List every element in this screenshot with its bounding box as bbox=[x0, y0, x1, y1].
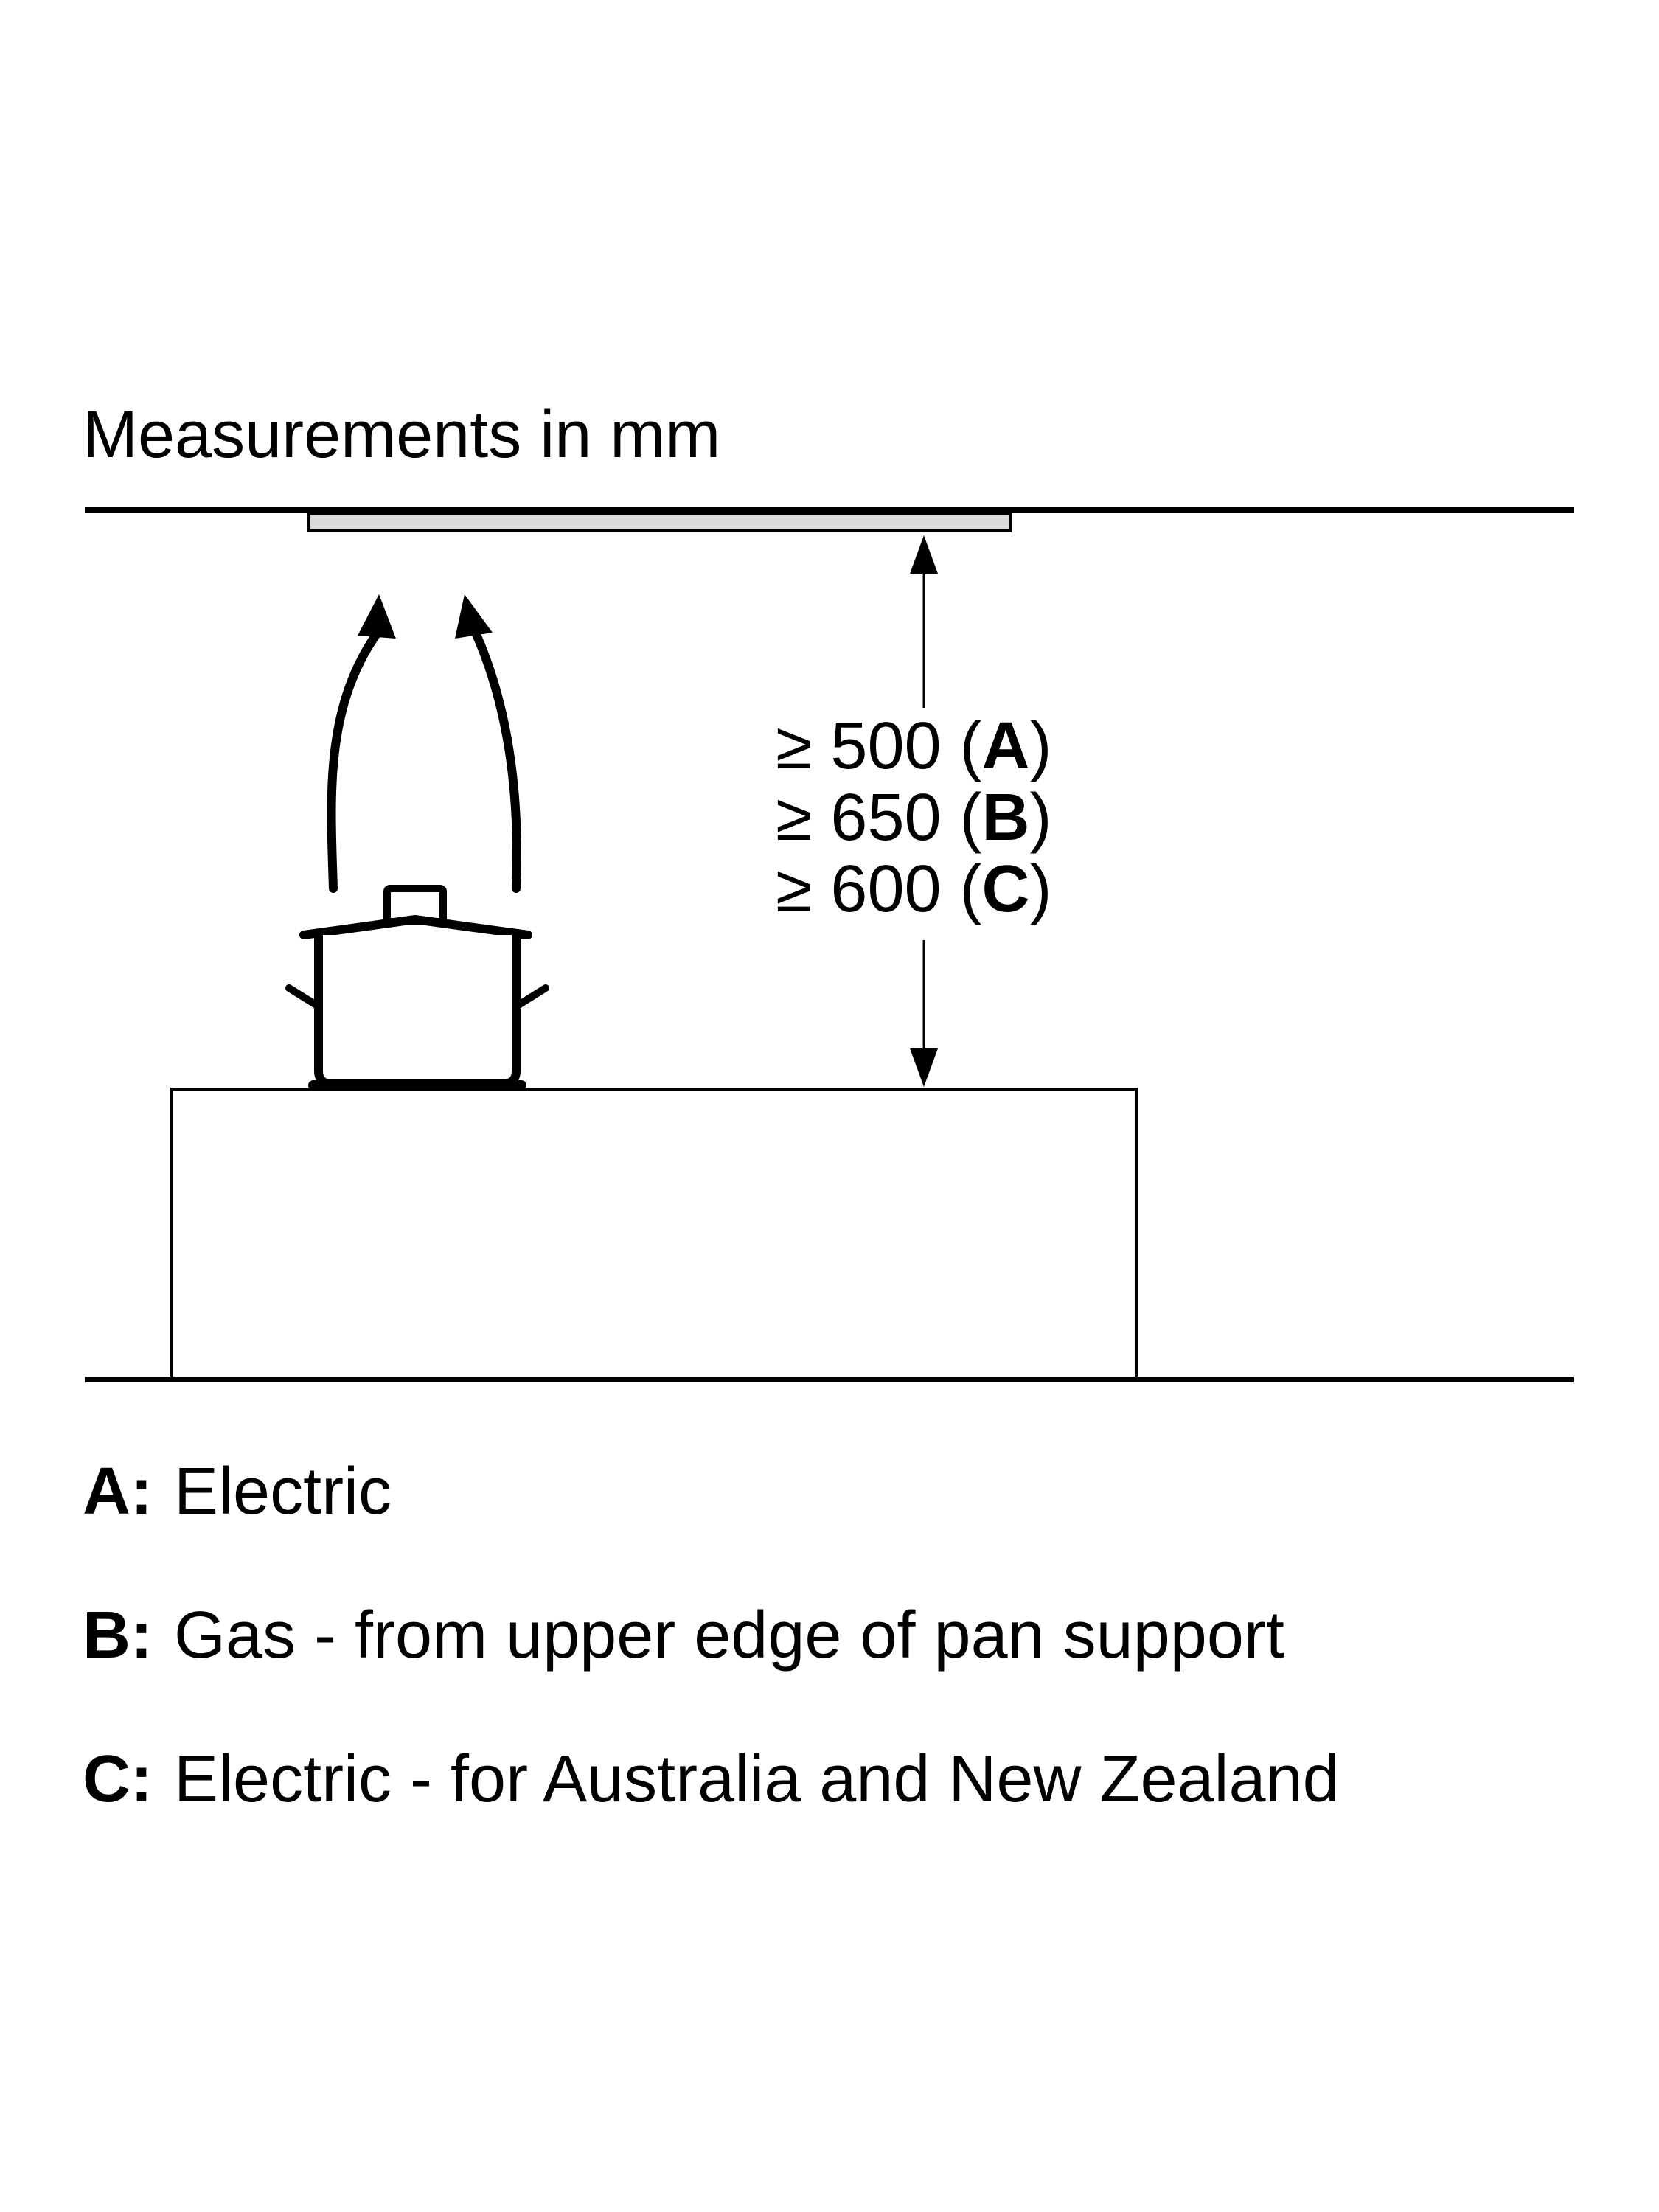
measurement-b-letter: B bbox=[981, 781, 1030, 855]
legend-text-c: Electric - for Australia and New Zealand bbox=[174, 1742, 1340, 1816]
legend-key-c: C: bbox=[83, 1742, 153, 1816]
cooking-pot-icon bbox=[285, 885, 549, 1091]
steam-arrow-left bbox=[327, 594, 396, 893]
measurement-b: ≥ 650 (B) bbox=[776, 781, 1052, 855]
measurement-a-letter: A bbox=[981, 709, 1030, 783]
measurement-a: ≥ 500 (A) bbox=[776, 709, 1052, 783]
hob-counter bbox=[170, 1088, 1138, 1380]
legend-text-a: Electric bbox=[174, 1455, 392, 1528]
legend-item-c: C: Electric - for Australia and New Zeala… bbox=[83, 1739, 1340, 1820]
legend-item-a: A: Electric bbox=[83, 1451, 392, 1532]
legend-item-b: B: Gas - from upper edge of pan support bbox=[83, 1595, 1284, 1676]
dimension-arrowhead-top bbox=[910, 535, 938, 574]
steam-arrow-right bbox=[455, 594, 521, 893]
legend-text-b: Gas - from upper edge of pan support bbox=[174, 1599, 1284, 1672]
measurement-c: ≥ 600 (C) bbox=[776, 852, 1052, 926]
legend-key-a: A: bbox=[83, 1455, 153, 1528]
legend-key-b: B: bbox=[83, 1599, 153, 1672]
dimension-arrowhead-bottom bbox=[910, 1048, 938, 1087]
extractor-hood-panel bbox=[307, 512, 1012, 532]
diagram-caption: Measurements in mm bbox=[83, 398, 721, 472]
measurement-c-letter: C bbox=[981, 852, 1030, 926]
